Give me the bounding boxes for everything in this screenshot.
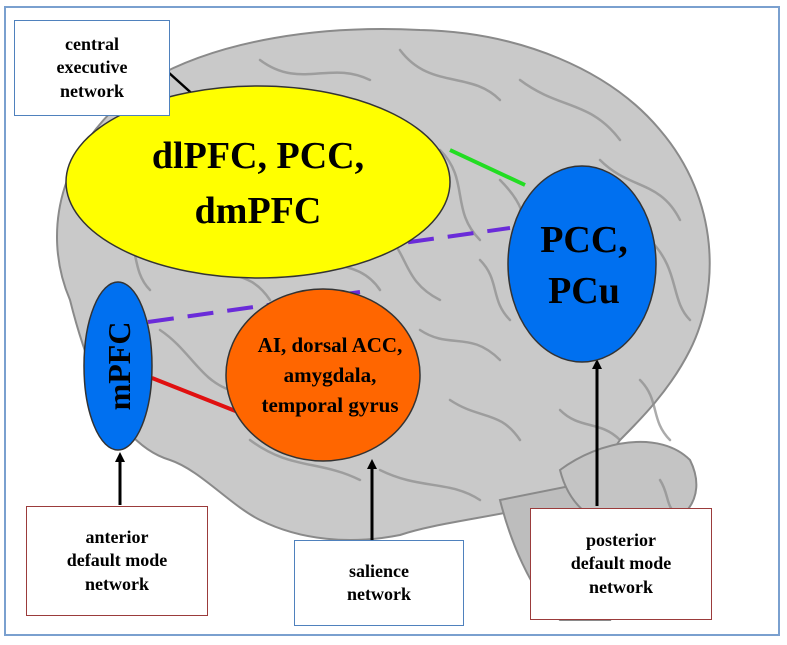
mpfc-ellipse bbox=[83, 281, 153, 451]
cen-to-pdmn-link bbox=[449, 148, 526, 187]
salience-ellipse bbox=[225, 288, 421, 462]
anterior-dmn-line-2: default mode bbox=[66, 550, 168, 571]
anterior-dmn-line-1: anterior bbox=[85, 526, 149, 547]
pdmn-ellipse bbox=[507, 165, 657, 363]
central-executive-line-3: network bbox=[60, 80, 124, 101]
cen-label-line-1: dlPFC, PCC, bbox=[152, 135, 364, 177]
cen-label-line-2: dmPFC bbox=[195, 190, 322, 232]
mpfc-node: mPFC bbox=[83, 281, 153, 451]
anterior-dmn-line-3: network bbox=[85, 573, 149, 594]
salience-node: AI, dorsal ACC, amygdala, temporal gyrus bbox=[225, 288, 421, 462]
posterior-dmn-line-2: default mode bbox=[570, 553, 672, 574]
posterior-default-mode-network-label: posterior default mode network bbox=[530, 508, 712, 620]
mpfc-label: mPFC bbox=[101, 322, 137, 411]
salience-line-2: network bbox=[347, 584, 411, 604]
pdmn-label-line-2: PCu bbox=[548, 270, 620, 312]
salience-line-1: salience bbox=[349, 560, 409, 581]
central-executive-line-2: executive bbox=[56, 57, 128, 78]
cen-ellipse bbox=[65, 85, 451, 279]
mpfc-to-salience-link bbox=[151, 376, 239, 414]
anterior-default-mode-network-label: anterior default mode network bbox=[26, 506, 208, 616]
salience-label-line-3: temporal gyrus bbox=[261, 393, 398, 417]
posterior-dmn-line-1: posterior bbox=[586, 529, 656, 550]
central-executive-network-label: central executive network bbox=[14, 20, 170, 116]
salience-network-label: salience network bbox=[294, 540, 464, 626]
cen-node: dlPFC, PCC, dmPFC bbox=[65, 85, 451, 279]
salience-label-line-2: amygdala, bbox=[284, 363, 377, 387]
pdmn-node: PCC, PCu bbox=[507, 165, 657, 363]
pdmn-label-line-1: PCC, bbox=[540, 219, 628, 261]
salience-label-line-1: AI, dorsal ACC, bbox=[258, 333, 403, 357]
posterior-dmn-line-3: network bbox=[589, 576, 653, 597]
central-executive-line-1: central bbox=[65, 33, 119, 54]
